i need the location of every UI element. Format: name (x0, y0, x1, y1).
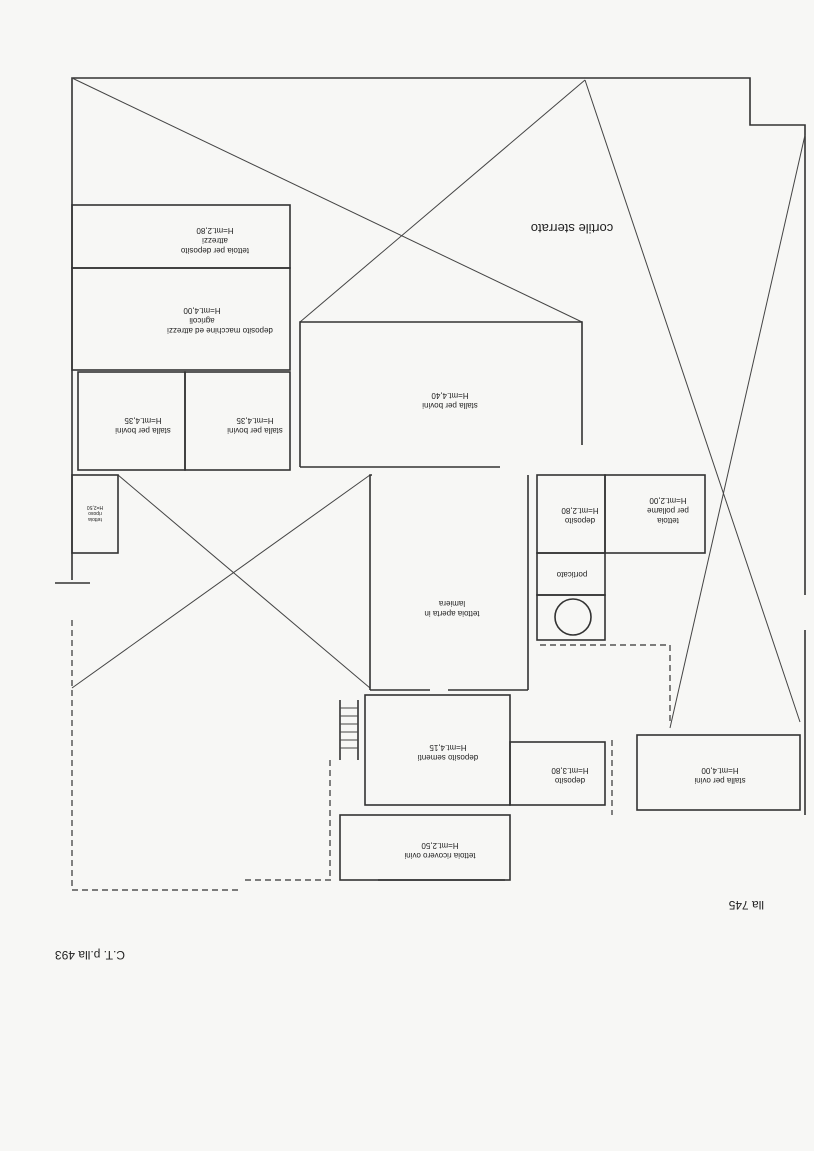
cattle-barn-3-name: stalla per bovini (422, 401, 478, 410)
small-shelter-name: tettoia (88, 516, 102, 522)
cattle-barn-2-height: H=mt.4,35 (236, 416, 274, 425)
seed-store-height: H=mt.4,15 (429, 743, 467, 752)
rooms (71, 204, 801, 881)
store-380-height: H=mt.3,80 (551, 766, 589, 775)
portico-label: porticato (556, 570, 587, 579)
sheep-shelter-height: H=mt.2,50 (421, 841, 459, 850)
sheep-shelter-name: tettoia ricovero ovini (404, 851, 475, 860)
cattle-barn-1-height: H=mt.4,35 (124, 416, 162, 425)
poultry-name: tettoia (657, 516, 679, 525)
parcel-493-label: C.T. p.lla 493 (55, 948, 125, 962)
stair (339, 700, 359, 760)
poultry-name2: per pollame (647, 506, 689, 515)
sheep-barn-height: H=mt.4,00 (701, 766, 739, 775)
machine-store-name2: agricoli (189, 316, 215, 325)
poultry-height: H=mt.2,00 (649, 496, 687, 505)
sheep-barn-name: stalla per ovini (694, 776, 745, 785)
machine-store-height: H=mt.4,00 (183, 306, 221, 315)
labels: cortile sterrato tettoia per deposito at… (55, 221, 764, 962)
open-shelter-name2: lamiera (438, 599, 465, 608)
open-shelter-name: tettoia aperta in (424, 609, 479, 618)
seed-store-name: deposito sementi (418, 753, 479, 762)
label-courtyard: cortile sterrato (531, 221, 613, 236)
open-area-crosses (71, 77, 806, 729)
cattle-barn-2-name: stalla per bovini (227, 426, 283, 435)
site-boundary (55, 77, 806, 891)
cattle-barn-1-name: stalla per bovini (115, 426, 171, 435)
store-380-name: deposito (554, 776, 585, 785)
tool-shed-name: tettoia per deposito (180, 246, 249, 255)
parcel-745-label: lla 745 (728, 898, 764, 912)
tool-shed-name2: attrezzi (202, 236, 228, 245)
store-280-name: deposito (564, 516, 595, 525)
small-shelter-name2: riposo (88, 510, 102, 516)
small-shelter-height: H=2,50 (87, 504, 103, 510)
tool-shed-height: H=mt.2,80 (196, 226, 234, 235)
store-280-height: H=mt.2,80 (561, 506, 599, 515)
cattle-barn-3-height: H=mt.4,40 (431, 391, 469, 400)
machine-store-name: deposito macchine ed attrezzi (167, 326, 273, 335)
